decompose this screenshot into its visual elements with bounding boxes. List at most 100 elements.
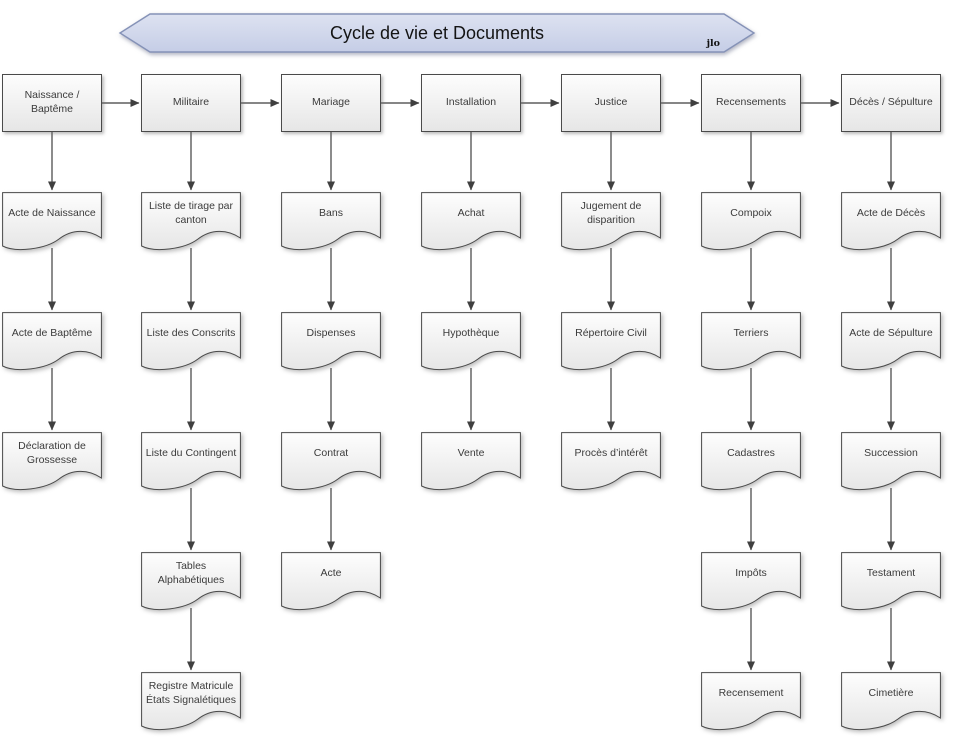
doc-label: Hypothèque	[442, 327, 500, 340]
doc-label: Acte	[320, 567, 342, 580]
document-arrows	[48, 132, 895, 671]
document-shape-icon	[841, 192, 941, 250]
doc-label: Cimetière	[868, 687, 914, 700]
doc-label: Acte de Naissance	[8, 207, 96, 220]
doc-node: Acte de Sépulture	[841, 312, 941, 374]
stage-node-installation: Installation	[421, 74, 521, 132]
title-banner: Cycle de vie et Documents jlo	[118, 12, 756, 54]
document-shape-icon	[141, 432, 241, 490]
doc-node: Déclaration de Grossesse	[2, 432, 102, 494]
document-shape-icon	[421, 192, 521, 250]
doc-label: Dispenses	[306, 327, 356, 340]
doc-label: Bans	[319, 207, 343, 220]
document-shape-icon	[701, 432, 801, 490]
doc-node: Testament	[841, 552, 941, 614]
doc-label: Impôts	[735, 567, 767, 580]
doc-node: Acte de Décès	[841, 192, 941, 254]
stage-node-mariage: Mariage	[281, 74, 381, 132]
document-shape-icon	[2, 192, 102, 250]
doc-label: Acte de Sépulture	[849, 327, 933, 340]
doc-label: Terriers	[733, 327, 769, 340]
doc-node: Cimetière	[841, 672, 941, 734]
doc-label: Tables Alphabétiques	[157, 560, 225, 586]
doc-node: Acte de Baptême	[2, 312, 102, 374]
document-shape-icon	[281, 192, 381, 250]
stage-node-naissance: Naissance / Baptême	[2, 74, 102, 132]
document-shape-icon	[421, 312, 521, 370]
doc-label: Succession	[864, 447, 918, 460]
document-shape-icon	[841, 432, 941, 490]
document-shape-icon	[2, 432, 102, 490]
doc-node: Achat	[421, 192, 521, 254]
doc-node: Liste des Conscrits	[141, 312, 241, 374]
stage-label: Décès / Sépulture	[849, 96, 933, 109]
doc-node: Cadastres	[701, 432, 801, 494]
doc-node: Acte	[281, 552, 381, 614]
document-shape-icon	[141, 552, 241, 610]
doc-node: Hypothèque	[421, 312, 521, 374]
doc-node: Succession	[841, 432, 941, 494]
document-shape-icon	[2, 312, 102, 370]
doc-node: Liste de tirage par canton	[141, 192, 241, 254]
doc-label: Testament	[866, 567, 916, 580]
stage-label: Militaire	[172, 96, 210, 109]
document-shape-icon	[281, 432, 381, 490]
doc-node: Terriers	[701, 312, 801, 374]
doc-node: Bans	[281, 192, 381, 254]
doc-label: Jugement de disparition	[580, 200, 642, 226]
document-shape-icon	[281, 312, 381, 370]
doc-label: Procès d’intérêt	[574, 447, 648, 460]
stage-label: Installation	[445, 96, 497, 109]
stage-node-justice: Justice	[561, 74, 661, 132]
document-shape-icon	[561, 192, 661, 250]
doc-label: Achat	[457, 207, 485, 220]
doc-node: Compoix	[701, 192, 801, 254]
document-shape-icon	[421, 432, 521, 490]
doc-node: Impôts	[701, 552, 801, 614]
doc-label: Liste du Contingent	[145, 447, 237, 460]
doc-node: Acte de Naissance	[2, 192, 102, 254]
document-shape-icon	[141, 192, 241, 250]
document-shape-icon	[701, 192, 801, 250]
document-shape-icon	[701, 552, 801, 610]
document-shape-icon	[701, 672, 801, 730]
doc-node: Dispenses	[281, 312, 381, 374]
diagram-title: Cycle de vie et Documents	[329, 22, 545, 43]
author-signature: jlo	[706, 38, 720, 49]
stage-label: Justice	[594, 96, 628, 109]
document-shape-icon	[701, 312, 801, 370]
stage-label: Recensements	[715, 96, 787, 109]
document-shape-icon	[561, 312, 661, 370]
stage-node-recensements: Recensements	[701, 74, 801, 132]
document-shape-icon	[141, 312, 241, 370]
doc-node: Contrat	[281, 432, 381, 494]
doc-node: Jugement de disparition	[561, 192, 661, 254]
doc-label: Répertoire Civil	[575, 327, 647, 340]
doc-node: Tables Alphabétiques	[141, 552, 241, 614]
stage-node-deces: Décès / Sépulture	[841, 74, 941, 132]
document-shape-icon	[281, 552, 381, 610]
doc-label: Acte de Décès	[856, 207, 926, 220]
doc-label: Contrat	[313, 447, 349, 460]
doc-label: Vente	[457, 447, 485, 460]
doc-node: Répertoire Civil	[561, 312, 661, 374]
doc-label: Déclaration de Grossesse	[18, 440, 86, 466]
stage-label: Mariage	[312, 96, 350, 109]
doc-node: Registre Matricule États Signalétiques	[141, 672, 241, 734]
doc-node: Vente	[421, 432, 521, 494]
doc-label: Liste de tirage par canton	[148, 200, 234, 226]
stage-label: Naissance / Baptême	[24, 89, 80, 115]
doc-node: Liste du Contingent	[141, 432, 241, 494]
doc-label: Cadastres	[727, 447, 775, 460]
doc-label: Liste des Conscrits	[146, 327, 236, 340]
doc-node: Recensement	[701, 672, 801, 734]
doc-label: Compoix	[730, 207, 772, 220]
document-shape-icon	[141, 672, 241, 730]
document-shape-icon	[561, 432, 661, 490]
banner-hexagon-shape	[118, 13, 756, 53]
document-shape-icon	[841, 552, 941, 610]
doc-label: Recensement	[718, 687, 784, 700]
doc-label: Registre Matricule États Signalétiques	[146, 680, 236, 706]
document-shape-icon	[841, 672, 941, 730]
